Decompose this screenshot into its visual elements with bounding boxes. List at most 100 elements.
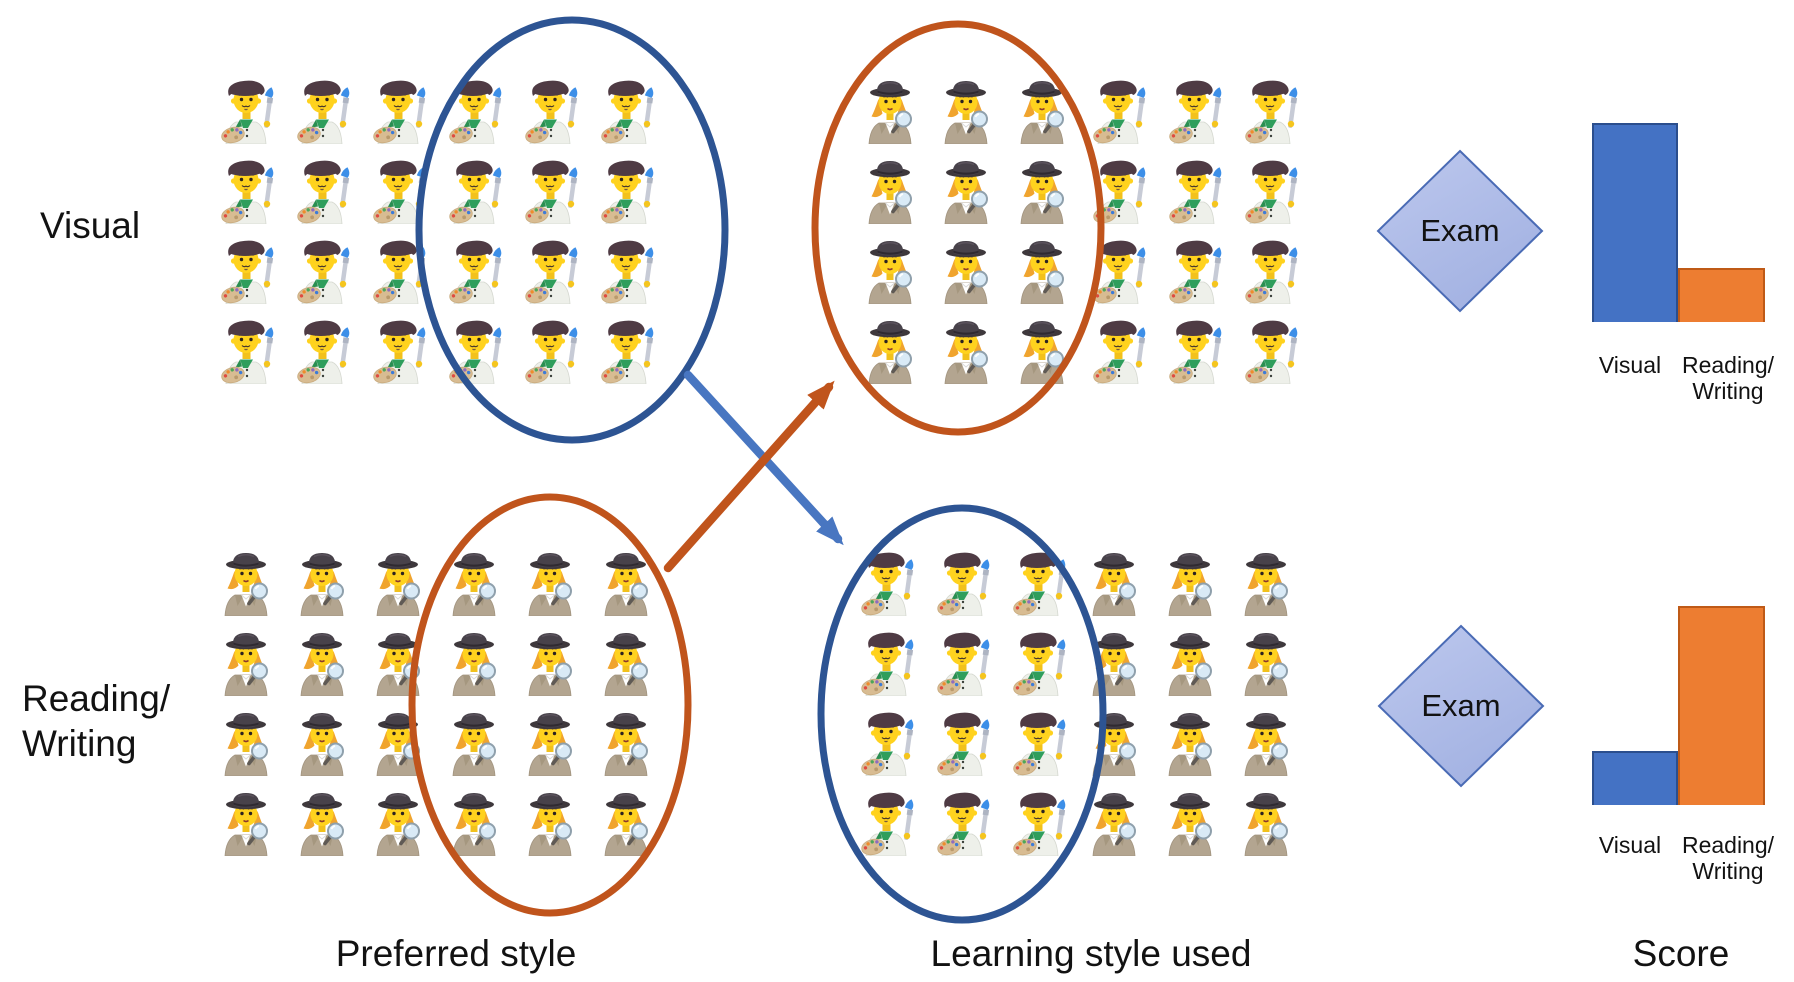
blue-swap-arrow [683,370,844,546]
man-artist-icon [932,790,992,856]
man-artist-icon [856,710,916,776]
man-artist-icon [444,78,504,144]
row-label-writing-line: Writing [22,723,137,764]
woman-detective-icon [1236,710,1296,776]
visual-learning-style-used-grid [860,78,1300,384]
man-artist-icon [520,318,580,384]
man-artist-icon [520,238,580,304]
woman-detective-icon [216,550,276,616]
woman-detective-icon [860,158,920,224]
woman-detective-icon [520,710,580,776]
chart-top-rw-label: Reading/ Writing [1681,352,1775,404]
woman-detective-icon [1012,78,1072,144]
woman-detective-icon [520,550,580,616]
man-artist-icon [1008,710,1068,776]
woman-detective-icon [936,78,996,144]
woman-detective-icon [216,790,276,856]
man-artist-icon [856,550,916,616]
man-artist-icon [1240,318,1300,384]
score-chart-visual-group [1592,123,1767,322]
man-artist-icon [1088,158,1148,224]
man-artist-icon [444,318,504,384]
man-artist-icon [1164,238,1224,304]
man-artist-icon [292,318,352,384]
man-artist-icon [292,78,352,144]
man-artist-icon [1088,318,1148,384]
chart-top-visual-label: Visual [1598,352,1662,378]
woman-detective-icon [1160,790,1220,856]
exam-label-top: Exam [1420,213,1500,248]
woman-detective-icon [520,630,580,696]
man-artist-icon [1008,550,1068,616]
chart-bottom-rw-label: Reading/ Writing [1681,832,1775,884]
woman-detective-icon [1012,318,1072,384]
man-artist-icon [368,78,428,144]
woman-detective-icon [444,790,504,856]
woman-detective-icon [368,790,428,856]
woman-detective-icon [444,630,504,696]
woman-detective-icon [596,550,656,616]
woman-detective-icon [444,710,504,776]
woman-detective-icon [1084,550,1144,616]
woman-detective-icon [1236,790,1296,856]
row-label-reading-writing: Reading/ Writing [22,676,170,766]
man-artist-icon [216,238,276,304]
woman-detective-icon [1160,550,1220,616]
man-artist-icon [596,318,656,384]
exam-label-bottom: Exam [1421,688,1501,723]
caption-learning-style-used: Learning style used [930,933,1252,974]
caption-score: Score [1632,933,1730,974]
man-artist-icon [292,158,352,224]
bar-visual [1592,751,1678,805]
woman-detective-icon [1084,710,1144,776]
woman-detective-icon [1160,630,1220,696]
woman-detective-icon [936,238,996,304]
woman-detective-icon [520,790,580,856]
woman-detective-icon [292,790,352,856]
man-artist-icon [1008,630,1068,696]
woman-detective-icon [1160,710,1220,776]
score-chart-reading-writing-group [1592,606,1767,805]
woman-detective-icon [860,238,920,304]
woman-detective-icon [596,710,656,776]
bar-reading-writing [1678,606,1765,805]
woman-detective-icon [368,550,428,616]
orange-swap-arrow [663,380,835,573]
woman-detective-icon [292,630,352,696]
man-artist-icon [1240,78,1300,144]
man-artist-icon [444,158,504,224]
man-artist-icon [932,630,992,696]
woman-detective-icon [1012,238,1072,304]
man-artist-icon [856,790,916,856]
man-artist-icon [368,318,428,384]
woman-detective-icon [216,710,276,776]
man-artist-icon [292,238,352,304]
visual-preferred-grid [216,78,656,384]
woman-detective-icon [860,78,920,144]
man-artist-icon [368,238,428,304]
man-artist-icon [520,78,580,144]
reading-writing-preferred-grid [216,550,656,856]
woman-detective-icon [596,790,656,856]
man-artist-icon [596,238,656,304]
man-artist-icon [596,158,656,224]
man-artist-icon [1008,790,1068,856]
woman-detective-icon [368,710,428,776]
man-artist-icon [216,318,276,384]
caption-preferred-style: Preferred style [335,933,577,974]
man-artist-icon [1088,238,1148,304]
woman-detective-icon [444,550,504,616]
man-artist-icon [596,78,656,144]
reading-writing-learning-style-used-grid [856,550,1296,856]
woman-detective-icon [936,318,996,384]
man-artist-icon [216,78,276,144]
woman-detective-icon [1236,630,1296,696]
man-artist-icon [520,158,580,224]
man-artist-icon [444,238,504,304]
man-artist-icon [1240,158,1300,224]
woman-detective-icon [292,550,352,616]
woman-detective-icon [1236,550,1296,616]
woman-detective-icon [292,710,352,776]
man-artist-icon [932,550,992,616]
